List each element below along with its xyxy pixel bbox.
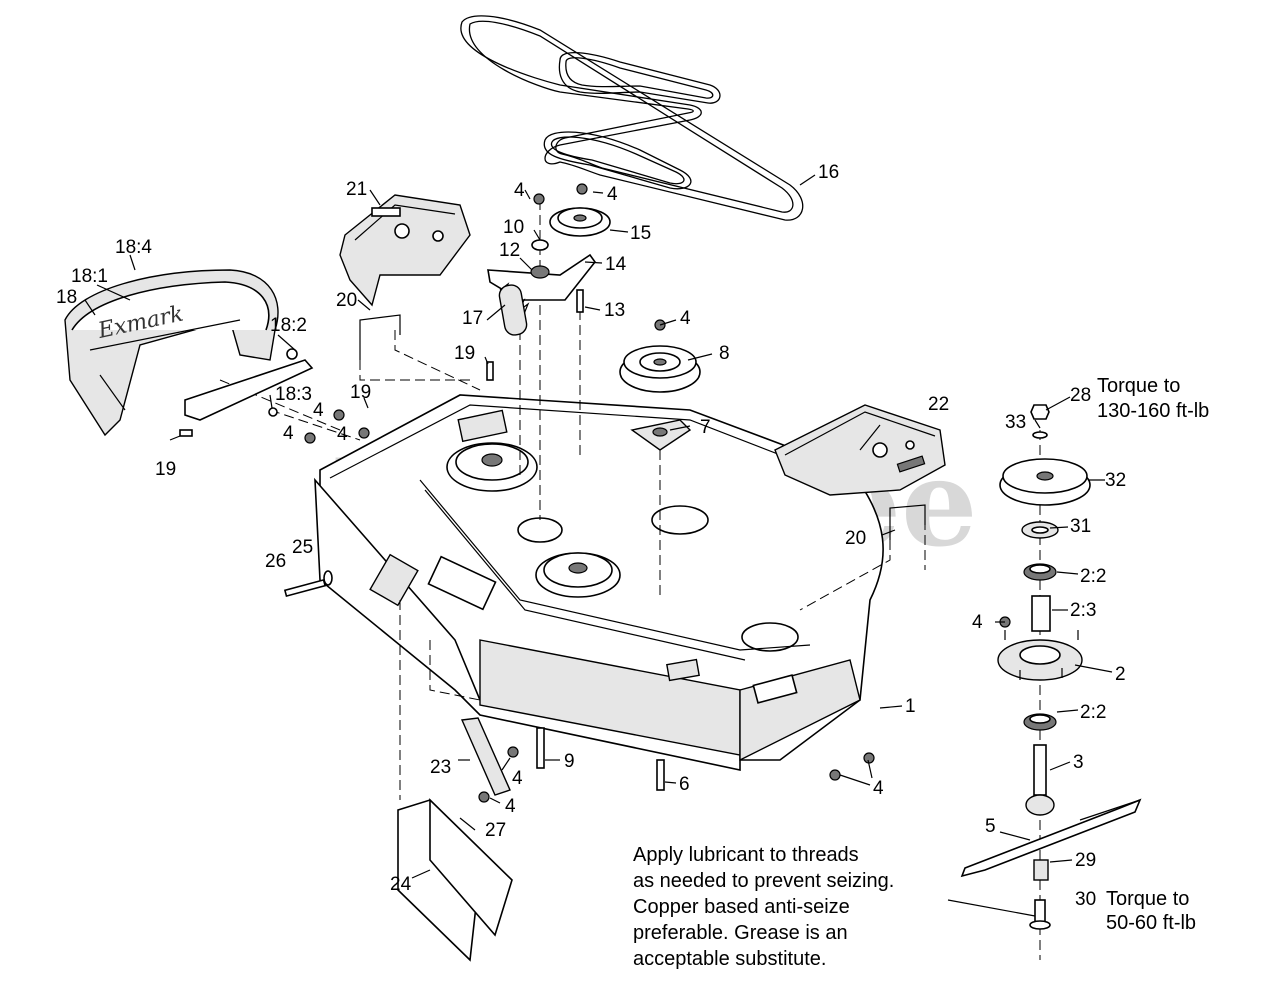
- label-32[interactable]: 32: [1105, 470, 1126, 491]
- label-17[interactable]: 17: [462, 308, 483, 329]
- label-16[interactable]: 16: [818, 162, 839, 183]
- label-2[interactable]: 2: [1115, 664, 1126, 685]
- label-20b[interactable]: 20: [845, 528, 866, 549]
- svg-text:Copper based anti-seize: Copper based anti-seize: [633, 896, 850, 918]
- spindle-pulley-32[interactable]: [999, 458, 1091, 506]
- spindle-housing-2[interactable]: [997, 630, 1083, 681]
- idler-pulley[interactable]: [549, 207, 611, 237]
- rear-cover-bracket[interactable]: [184, 348, 314, 421]
- svg-text:Apply lubricant to threads: Apply lubricant to threads: [633, 844, 859, 866]
- label-18-4[interactable]: 18:4: [115, 237, 152, 258]
- label-19a[interactable]: 19: [454, 343, 475, 364]
- bearing-2-2-lower[interactable]: [1023, 713, 1057, 731]
- label-21[interactable]: 21: [346, 179, 367, 200]
- label-19b[interactable]: 19: [350, 382, 371, 403]
- plate-7[interactable]: [630, 419, 692, 451]
- label-9[interactable]: 9: [564, 751, 575, 772]
- label-4i[interactable]: 4: [873, 778, 884, 799]
- label-18-1[interactable]: 18:1: [71, 266, 108, 287]
- nut-33[interactable]: [1030, 404, 1050, 420]
- label-3[interactable]: 3: [1073, 752, 1084, 773]
- label-10[interactable]: 10: [503, 217, 524, 238]
- blade-5[interactable]: [960, 798, 1142, 878]
- label-1[interactable]: 1: [905, 696, 916, 717]
- idler-spring[interactable]: [498, 282, 530, 336]
- label-22[interactable]: 22: [928, 394, 949, 415]
- label-18-3[interactable]: 18:3: [275, 384, 312, 405]
- label-4h[interactable]: 4: [505, 796, 516, 817]
- blade-washer-29[interactable]: [1033, 859, 1049, 881]
- washer-33[interactable]: [1032, 431, 1048, 439]
- svg-text:Torque to: Torque to: [1097, 375, 1180, 397]
- label-18[interactable]: 18: [56, 287, 77, 308]
- pulley-8[interactable]: [619, 345, 701, 393]
- svg-text:preferable. Grease is an: preferable. Grease is an: [633, 922, 848, 944]
- label-31[interactable]: 31: [1070, 516, 1091, 537]
- label-29[interactable]: 29: [1075, 850, 1096, 871]
- svg-text:50-60 ft-lb: 50-60 ft-lb: [1106, 912, 1196, 934]
- spacer-31[interactable]: [1021, 521, 1059, 539]
- left-belt-cover[interactable]: [339, 194, 471, 307]
- label-24[interactable]: 24: [390, 874, 412, 895]
- label-14[interactable]: 14: [605, 254, 627, 275]
- label-4e[interactable]: 4: [283, 423, 294, 444]
- label-30[interactable]: 30: [1075, 889, 1096, 910]
- label-15[interactable]: 15: [630, 223, 651, 244]
- part-labels: 1 2 2:2 2:3 2:2 3 4 4 4 4 4 4 4 4 4 4 5 …: [56, 162, 1126, 910]
- label-13[interactable]: 13: [604, 300, 625, 321]
- label-5[interactable]: 5: [985, 816, 996, 837]
- rear-belt-cover[interactable]: Exmark: [64, 269, 279, 437]
- hardware: [179, 183, 1011, 962]
- label-4d[interactable]: 4: [313, 400, 324, 421]
- spacer-2-3[interactable]: [1031, 595, 1051, 632]
- label-20a[interactable]: 20: [336, 290, 357, 311]
- label-25[interactable]: 25: [292, 537, 313, 558]
- label-2-3[interactable]: 2:3: [1070, 600, 1096, 621]
- label-6[interactable]: 6: [679, 774, 690, 795]
- svg-text:as needed to prevent seizing.: as needed to prevent seizing.: [633, 870, 894, 892]
- label-28[interactable]: 28: [1070, 385, 1091, 406]
- label-4g[interactable]: 4: [512, 768, 523, 789]
- mower-deck-shell[interactable]: [314, 394, 884, 771]
- label-4b[interactable]: 4: [607, 184, 618, 205]
- label-27[interactable]: 27: [485, 820, 506, 841]
- spacer-10[interactable]: [531, 239, 549, 251]
- label-26[interactable]: 26: [265, 551, 286, 572]
- bearing-2-2-upper[interactable]: [1023, 563, 1057, 581]
- label-8[interactable]: 8: [719, 343, 730, 364]
- label-18-2[interactable]: 18:2: [270, 315, 307, 336]
- label-23[interactable]: 23: [430, 757, 451, 778]
- spindle-shaft-3[interactable]: [1025, 744, 1055, 816]
- leader-lines: [84, 174, 1113, 917]
- label-12[interactable]: 12: [499, 240, 520, 261]
- lubrication-note: Apply lubricant to threads as needed to …: [633, 844, 894, 970]
- label-4j[interactable]: 4: [972, 612, 983, 633]
- torque-spec-28: Torque to 130-160 ft-lb: [1097, 375, 1209, 422]
- label-19c[interactable]: 19: [155, 459, 176, 480]
- label-2-2-lower[interactable]: 2:2: [1080, 702, 1106, 723]
- blade-bolt-30[interactable]: [1029, 899, 1051, 930]
- svg-text:Torque to: Torque to: [1106, 888, 1189, 910]
- torque-spec-30: Torque to 50-60 ft-lb: [1106, 888, 1196, 934]
- label-2-2-upper[interactable]: 2:2: [1080, 566, 1106, 587]
- label-33[interactable]: 33: [1005, 412, 1026, 433]
- drive-belt[interactable]: [460, 15, 804, 221]
- svg-text:130-160 ft-lb: 130-160 ft-lb: [1097, 400, 1209, 422]
- label-4f[interactable]: 4: [337, 424, 348, 445]
- label-4c[interactable]: 4: [680, 308, 691, 329]
- svg-text:acceptable substitute.: acceptable substitute.: [633, 948, 826, 970]
- label-7[interactable]: 7: [700, 417, 711, 438]
- label-4a[interactable]: 4: [514, 180, 525, 201]
